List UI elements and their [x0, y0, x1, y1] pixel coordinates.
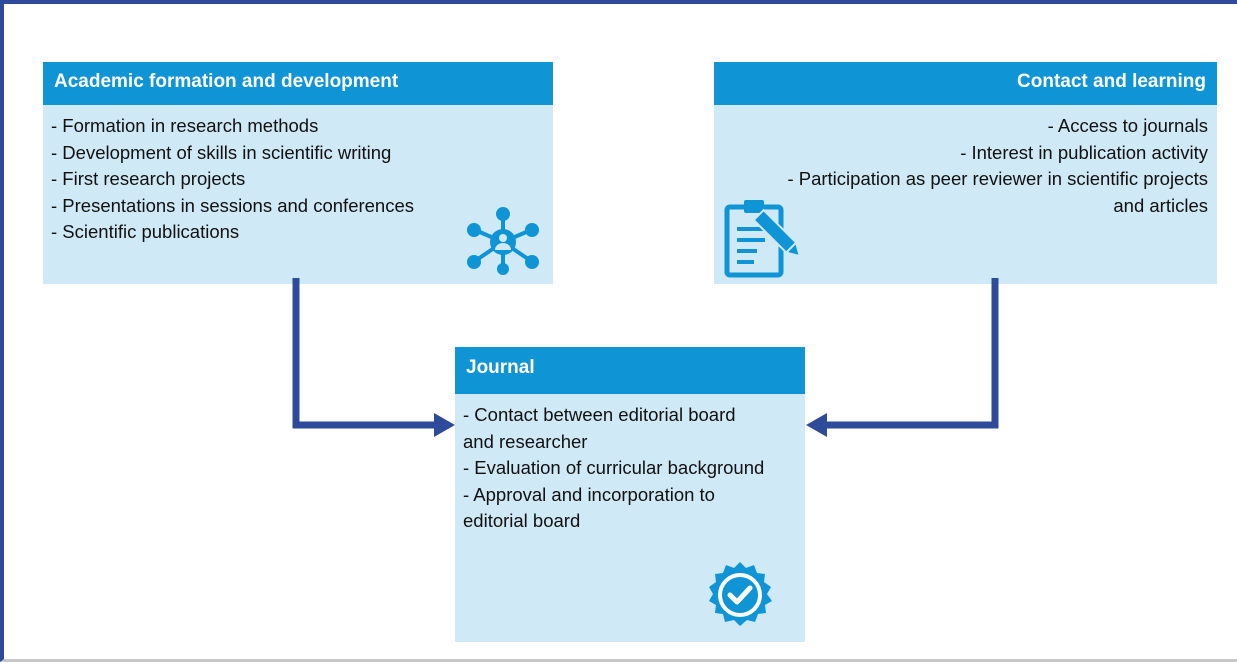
- list-item: - Evaluation of curricular background: [463, 457, 765, 478]
- list-item: - Development of skills in scientific wr…: [51, 141, 392, 163]
- right-connector-arrow: [826, 278, 999, 429]
- journal-box: Journal - Contact between editorial boar…: [455, 347, 805, 642]
- check-badge-icon: [709, 562, 772, 626]
- clipboard-pen-icon: [724, 200, 802, 278]
- journal-title: Journal: [455, 347, 805, 394]
- network-user-icon: [467, 207, 539, 275]
- academic-formation-title: Academic formation and development: [43, 62, 553, 105]
- list-item: - Participation as peer reviewer in scie…: [787, 168, 1208, 189]
- list-item: - Scientific publications: [51, 221, 240, 242]
- list-item: - First research projects: [51, 168, 246, 189]
- list-item: - Contact between editorial board: [463, 404, 736, 425]
- list-item: - Presentations in sessions and conferen…: [51, 194, 415, 216]
- list-item: - Interest in publication activity: [960, 141, 1208, 163]
- list-item: and researcher: [463, 430, 588, 452]
- list-item: - Formation in research methods: [51, 115, 319, 136]
- right-arrowhead: [806, 413, 827, 437]
- left-arrowhead: [434, 413, 455, 437]
- contact-learning-list: - Access to journals - Interest in publi…: [714, 105, 1217, 219]
- academic-formation-box: Academic formation and development - For…: [43, 62, 553, 284]
- contact-learning-title: Contact and learning: [714, 62, 1217, 105]
- list-item: - Approval and incorporation to: [463, 483, 715, 505]
- left-connector-arrow: [292, 278, 437, 429]
- list-item: editorial board: [463, 510, 581, 531]
- academic-formation-list: - Formation in research methods - Develo…: [43, 105, 553, 246]
- list-item: - Access to journals: [1047, 115, 1208, 136]
- list-item: and articles: [1113, 194, 1208, 216]
- journal-list: - Contact between editorial board and re…: [455, 394, 805, 535]
- contact-learning-box: Contact and learning - Access to journal…: [714, 62, 1217, 284]
